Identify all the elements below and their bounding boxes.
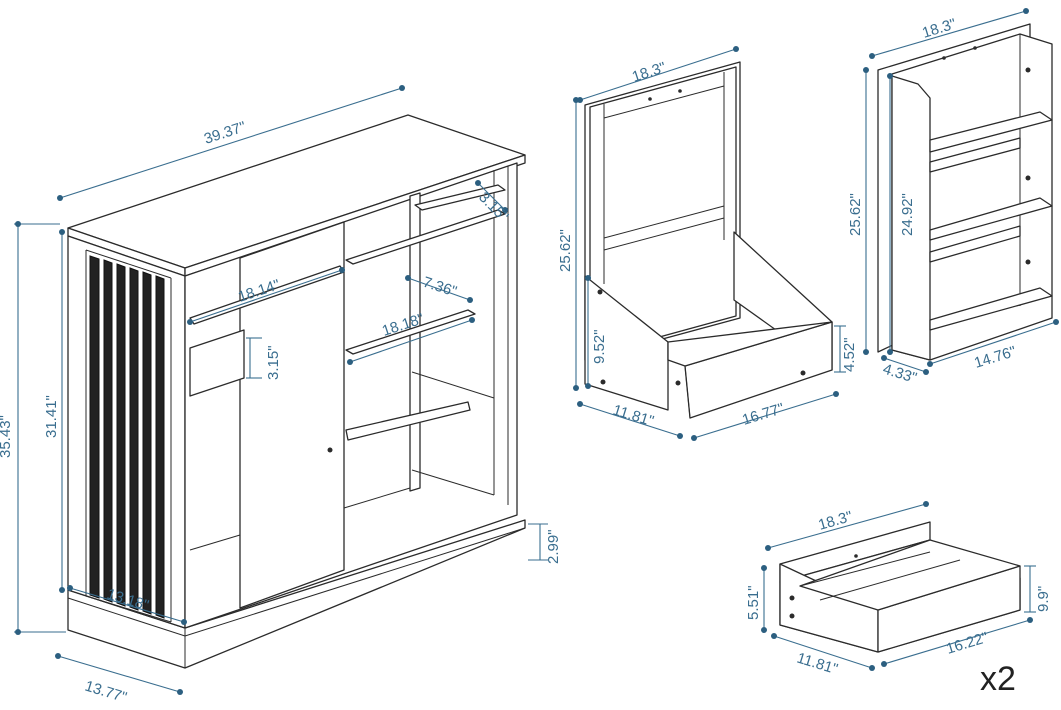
base-height-label: 2.99" xyxy=(545,529,562,564)
cabinet-total-height-label: 35.43" xyxy=(0,415,14,458)
bin-height-label: 25.62" xyxy=(557,229,574,272)
bin-width-label: 18.3" xyxy=(630,59,668,86)
rack-width-label: 18.3" xyxy=(920,15,958,41)
drawer-front-height-label: 9.9" xyxy=(1035,586,1052,612)
bin-depth-label: 11.81" xyxy=(611,402,656,430)
dress-up-bin-drawing xyxy=(584,61,833,419)
dress-up-bin-dimensions xyxy=(573,46,846,441)
side-rack-drawing xyxy=(877,23,1053,361)
main-cabinet-drawing xyxy=(67,114,526,669)
cabinet-body-height-label: 31.41" xyxy=(43,395,60,438)
side-rack-dimensions xyxy=(863,8,1059,375)
rack-depth-label: 4.33" xyxy=(881,361,919,387)
drawer-dimensions xyxy=(761,501,1036,671)
door-slats xyxy=(89,255,165,619)
cabinet-depth-label: 13.77" xyxy=(83,678,129,707)
rack-outer-height-label: 25.62" xyxy=(847,193,864,236)
drawer-quantity-label: x2 xyxy=(980,660,1016,698)
drawer-drawing xyxy=(779,521,1021,653)
drawer-inner-width-label: 16.22" xyxy=(944,629,990,658)
rack-inner-height-label: 24.92" xyxy=(899,193,916,236)
drawer-width-label: 18.3" xyxy=(816,508,854,534)
drawer-height-label: 5.51" xyxy=(745,585,762,620)
drawer-depth-label: 11.81" xyxy=(795,650,840,678)
bin-front-height-label: 4.52" xyxy=(841,337,858,372)
bin-front-width-label: 16.77" xyxy=(740,400,786,429)
bin-lower-height-label: 9.52" xyxy=(591,329,608,364)
main-cabinet-dimensions xyxy=(14,85,548,695)
cabinet-width-label: 39.37" xyxy=(202,118,248,147)
rod-drop-label: 3.15" xyxy=(265,345,282,380)
